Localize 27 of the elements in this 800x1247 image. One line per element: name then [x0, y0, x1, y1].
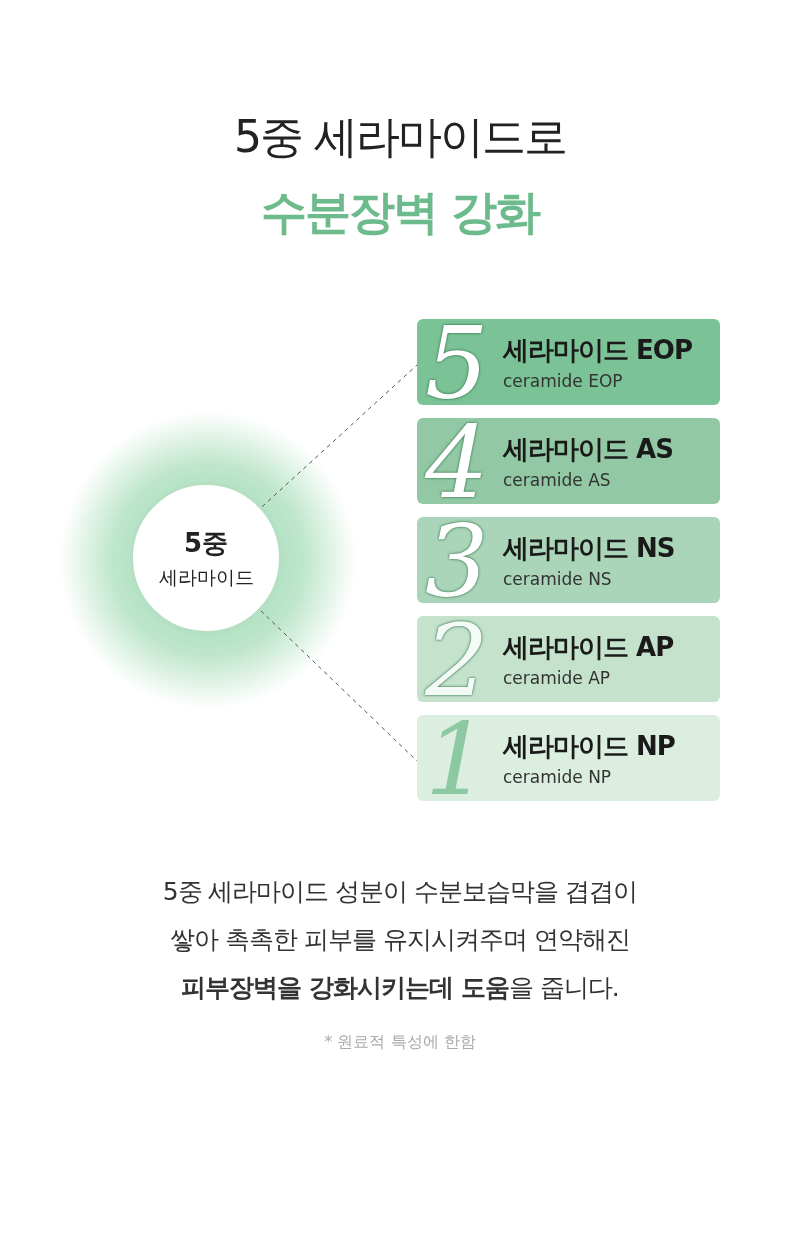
circle-label: 세라마이드: [158, 564, 254, 590]
layer-name: 세라마이드 NS: [503, 532, 675, 565]
layer-name: 세라마이드 AS: [503, 433, 673, 466]
layer-card: [417, 319, 720, 405]
subtitle: 수분장벽 강화: [260, 184, 541, 241]
layer-subname: ceramide EOP: [503, 371, 623, 391]
layer-name: 세라마이드 NP: [503, 730, 675, 763]
title: 5중 세라마이드로: [233, 110, 567, 164]
layer-number: 5: [425, 319, 489, 405]
layer-card: [417, 616, 720, 702]
description-paragraph: 5중 세라마이드 성분이 수분보습막을 겹겹이 쌓아 촉촉한 피부를 유지시켜주며 연약해진 피부장벽을 강화시키는데 도움을 줍니다.: [161, 876, 639, 1004]
circle-heading: 5중: [183, 526, 229, 560]
footnote: * 원료적 특성에 한함: [323, 1032, 477, 1053]
layer-subname: ceramide NS: [503, 569, 612, 589]
layer-number: 1: [425, 715, 489, 801]
layer-subname: ceramide AP: [503, 668, 611, 688]
layer-name: 세라마이드 AP: [503, 631, 674, 664]
layer-number: 3: [425, 517, 489, 603]
layer-number: 4: [425, 418, 489, 504]
dashed-connector: [261, 364, 418, 508]
layer-subname: ceramide AS: [503, 470, 611, 490]
layer-card: [417, 418, 720, 504]
layer-card: [417, 517, 720, 603]
layer-number: 2: [425, 616, 489, 702]
layer-subname: ceramide NP: [503, 767, 612, 787]
layer-name: 세라마이드 EOP: [503, 334, 692, 367]
layer-card: [417, 715, 720, 801]
